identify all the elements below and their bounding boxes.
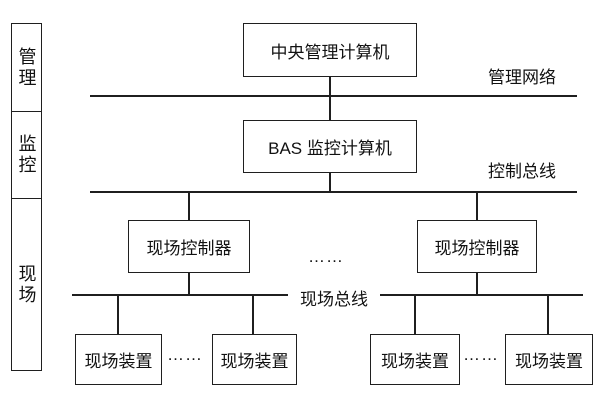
phase-field-label: 现场 [12,198,41,370]
connector-field-bus-to-device-2 [252,295,254,334]
connector-control-bus-to-controller-left [188,192,190,220]
field-bus-line-right [380,294,583,296]
management-network-label: 管理网络 [488,68,556,87]
connector-field-bus-to-device-3 [414,295,416,334]
connector-field-bus-to-device-4 [547,295,549,334]
ellipsis-between-devices-right: …… [463,345,499,364]
connector-controller-left-to-field-bus [188,273,190,295]
ellipsis-between-devices-left: …… [167,345,203,364]
central-management-computer-node: 中央管理计算机 [243,23,417,77]
field-bus-label: 现场总线 [300,290,368,309]
control-bus-label: 控制总线 [488,162,556,181]
phase-monitoring-label: 监控 [12,111,41,198]
connector-bas-to-control-bus [329,173,331,192]
field-device-node-3: 现场装置 [370,334,460,385]
field-device-node-1: 现场装置 [75,334,162,385]
field-controller-node-left: 现场控制器 [128,220,250,273]
field-bus-line-left [72,294,288,296]
control-bus-line [90,191,577,193]
connector-control-bus-to-controller-right [476,192,478,220]
bas-monitoring-computer-node: BAS 监控计算机 [243,120,417,173]
connector-controller-right-to-field-bus [476,273,478,295]
field-device-node-2: 现场装置 [212,334,297,385]
connector-central-to-bas [329,77,331,120]
phase-column: 管理 监控 现场 [11,23,42,371]
phase-management-label: 管理 [16,46,37,89]
field-controller-node-right: 现场控制器 [417,220,537,273]
management-network-line [90,95,577,97]
connector-field-bus-to-device-1 [117,295,119,334]
ellipsis-between-controllers: …… [308,247,344,266]
field-device-node-4: 现场装置 [505,334,593,385]
